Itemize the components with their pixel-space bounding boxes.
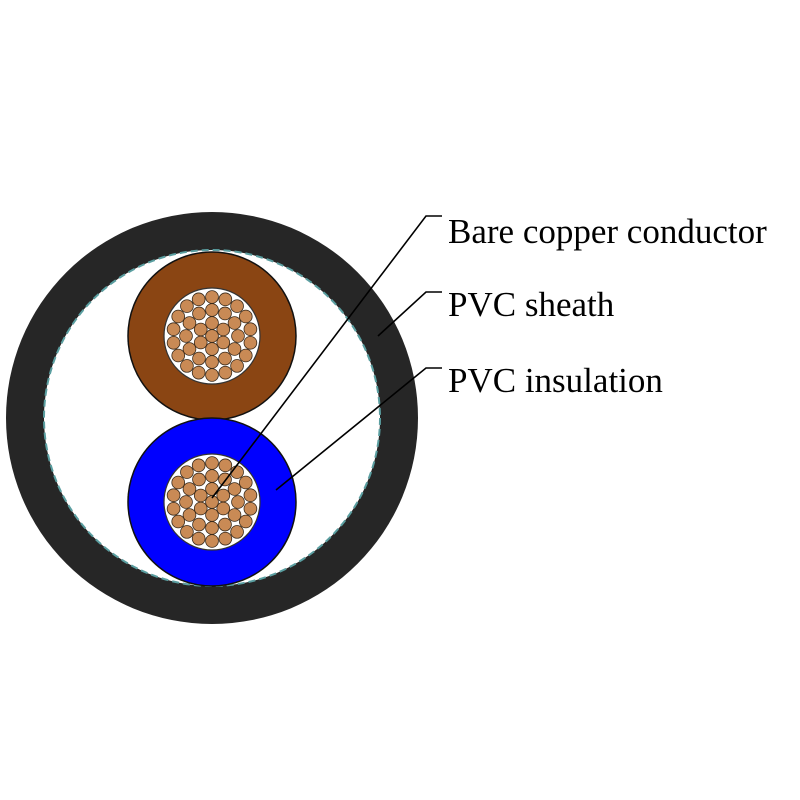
copper-strand [191,531,206,546]
copper-strand [205,329,219,343]
core-blue [127,417,297,587]
copper-strand [180,359,194,373]
copper-strand [205,342,219,356]
copper-strand [166,335,181,350]
copper-strand [216,501,231,516]
copper-strand [227,342,242,356]
binding-tape [43,249,381,587]
copper-strand [205,355,219,369]
copper-strand [230,299,244,313]
copper-strand [182,508,197,522]
copper-strand [216,335,231,350]
copper-strand [218,531,233,546]
copper-strand [191,292,206,307]
copper-strand [205,303,219,317]
label-bare-copper-conductor: Bare copper conductor [448,212,767,251]
copper-strand [192,306,206,321]
copper-strand [243,335,258,350]
copper-strand [218,458,233,473]
label-pvc-sheath: PVC sheath [448,285,615,324]
copper-strand [243,488,258,503]
copper-strand [182,482,197,496]
copper-strand [227,316,242,330]
copper-strand [171,475,186,490]
copper-strand [180,299,194,313]
copper-strand [191,365,206,380]
copper-strand [191,458,206,473]
copper-strand [179,495,193,509]
copper-strand [227,482,242,496]
copper-strand [216,322,231,337]
copper-strand [171,309,186,324]
copper-strand [205,534,219,548]
core-blue-strands [166,456,258,548]
copper-strand [180,465,194,479]
copper-strand [205,508,219,522]
copper-strand [192,351,206,366]
leader-line-conductor [211,215,442,499]
copper-strand [193,322,208,337]
copper-strand [238,475,253,490]
leader-line-insulation [275,367,442,491]
copper-strand [243,501,258,516]
copper-strand [166,488,181,503]
copper-strand [192,472,206,487]
copper-strand [218,292,233,307]
copper-strand [180,525,194,539]
copper-strand [193,488,208,503]
copper-strand [182,316,197,330]
copper-strand [166,322,181,337]
copper-strand [238,514,253,529]
core-brown-strands [166,290,258,382]
copper-strand [238,309,253,324]
copper-strand [205,482,219,496]
copper-strand [216,488,231,503]
copper-strand [192,517,206,532]
copper-strand [171,514,186,529]
copper-strand [243,322,258,337]
copper-strand [227,508,242,522]
leader-line-sheath [377,291,442,337]
copper-strand [238,348,253,363]
label-pvc-insulation: PVC insulation [448,361,663,400]
copper-strand [193,335,208,350]
copper-strand [205,469,219,483]
copper-strand [230,359,244,373]
copper-strand [205,290,219,304]
copper-strand [230,525,244,539]
copper-strand [205,368,219,382]
copper-strand [166,501,181,516]
copper-strand [205,456,219,470]
copper-strand [231,329,245,343]
copper-strand [218,517,232,532]
copper-strand [231,495,245,509]
copper-strand [205,521,219,535]
copper-strand [179,329,193,343]
core-brown [127,251,297,421]
copper-strand [171,348,186,363]
copper-strand [218,365,233,380]
copper-strand [182,342,197,356]
copper-strand [193,501,208,516]
copper-strand [218,351,232,366]
copper-strand [205,316,219,330]
copper-strand [218,306,232,321]
